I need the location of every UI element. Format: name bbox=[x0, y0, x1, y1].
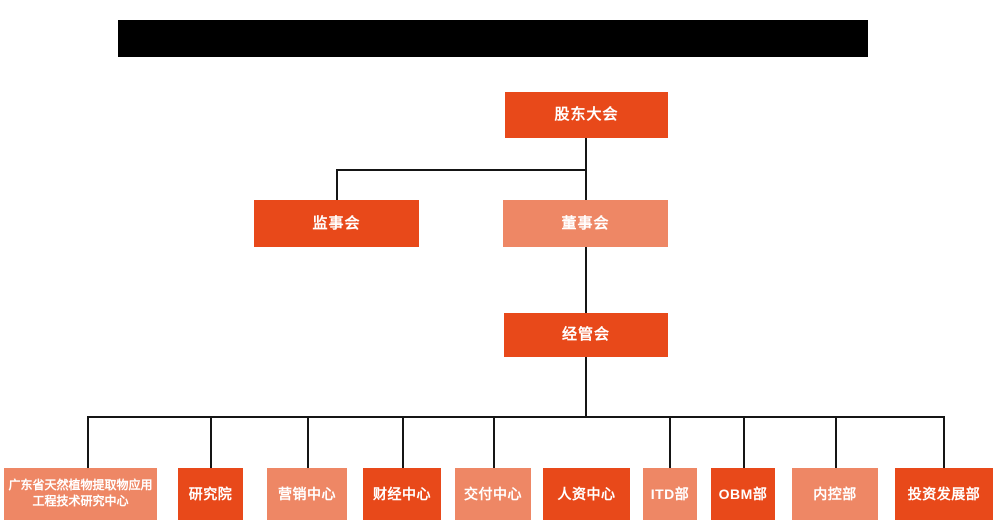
connector-drop-obm bbox=[743, 416, 745, 468]
node-label: 监事会 bbox=[312, 214, 361, 232]
node-dept-hr-center: 人资中心 bbox=[543, 468, 630, 520]
node-label: 研究院 bbox=[188, 485, 233, 502]
connector-drop-finance bbox=[402, 416, 404, 468]
connector-branch-horizontal bbox=[336, 169, 587, 171]
node-board-of-directors: 董事会 bbox=[503, 200, 668, 247]
node-label: 投资发展部 bbox=[907, 485, 981, 502]
node-label: 股东大会 bbox=[554, 106, 619, 124]
connector-drop-internal-control bbox=[835, 416, 837, 468]
connector-drop-delivery bbox=[493, 416, 495, 468]
node-management-committee: 经管会 bbox=[504, 313, 668, 357]
node-dept-research-center: 广东省天然植物提取物应用工程技术研究中心 bbox=[4, 468, 157, 520]
connector-to-supervisory bbox=[336, 169, 338, 200]
connector-board-to-management bbox=[585, 247, 587, 313]
node-dept-internal-control: 内控部 bbox=[792, 468, 878, 520]
node-label: 交付中心 bbox=[464, 485, 522, 502]
node-label: 财经中心 bbox=[373, 485, 431, 502]
connector-bus-horizontal bbox=[87, 416, 945, 418]
connector-drop-research-inst bbox=[210, 416, 212, 468]
node-label: 内控部 bbox=[813, 485, 857, 502]
connector-drop-marketing bbox=[307, 416, 309, 468]
node-label: ITD部 bbox=[650, 485, 690, 502]
node-dept-marketing-center: 营销中心 bbox=[267, 468, 347, 520]
node-label: 经管会 bbox=[561, 326, 610, 344]
node-dept-delivery-center: 交付中心 bbox=[455, 468, 531, 520]
node-dept-obm: OBM部 bbox=[711, 468, 775, 520]
node-label: OBM部 bbox=[718, 485, 768, 502]
connector-drop-research-center bbox=[87, 416, 89, 468]
node-label: 人资中心 bbox=[557, 485, 616, 502]
node-label: 董事会 bbox=[561, 214, 610, 232]
node-dept-finance-center: 财经中心 bbox=[363, 468, 441, 520]
connector-management-to-bus bbox=[585, 357, 587, 417]
node-shareholders-meeting: 股东大会 bbox=[505, 92, 668, 138]
redacted-title-bar bbox=[118, 20, 868, 57]
node-label: 广东省天然植物提取物应用工程技术研究中心 bbox=[8, 478, 153, 508]
node-dept-itd: ITD部 bbox=[643, 468, 697, 520]
node-dept-research-institute: 研究院 bbox=[178, 468, 243, 520]
node-dept-investment-development: 投资发展部 bbox=[895, 468, 993, 520]
node-label: 营销中心 bbox=[278, 485, 336, 502]
connector-drop-itd bbox=[669, 416, 671, 468]
node-supervisory-board: 监事会 bbox=[254, 200, 419, 247]
connector-drop-investment bbox=[943, 416, 945, 468]
